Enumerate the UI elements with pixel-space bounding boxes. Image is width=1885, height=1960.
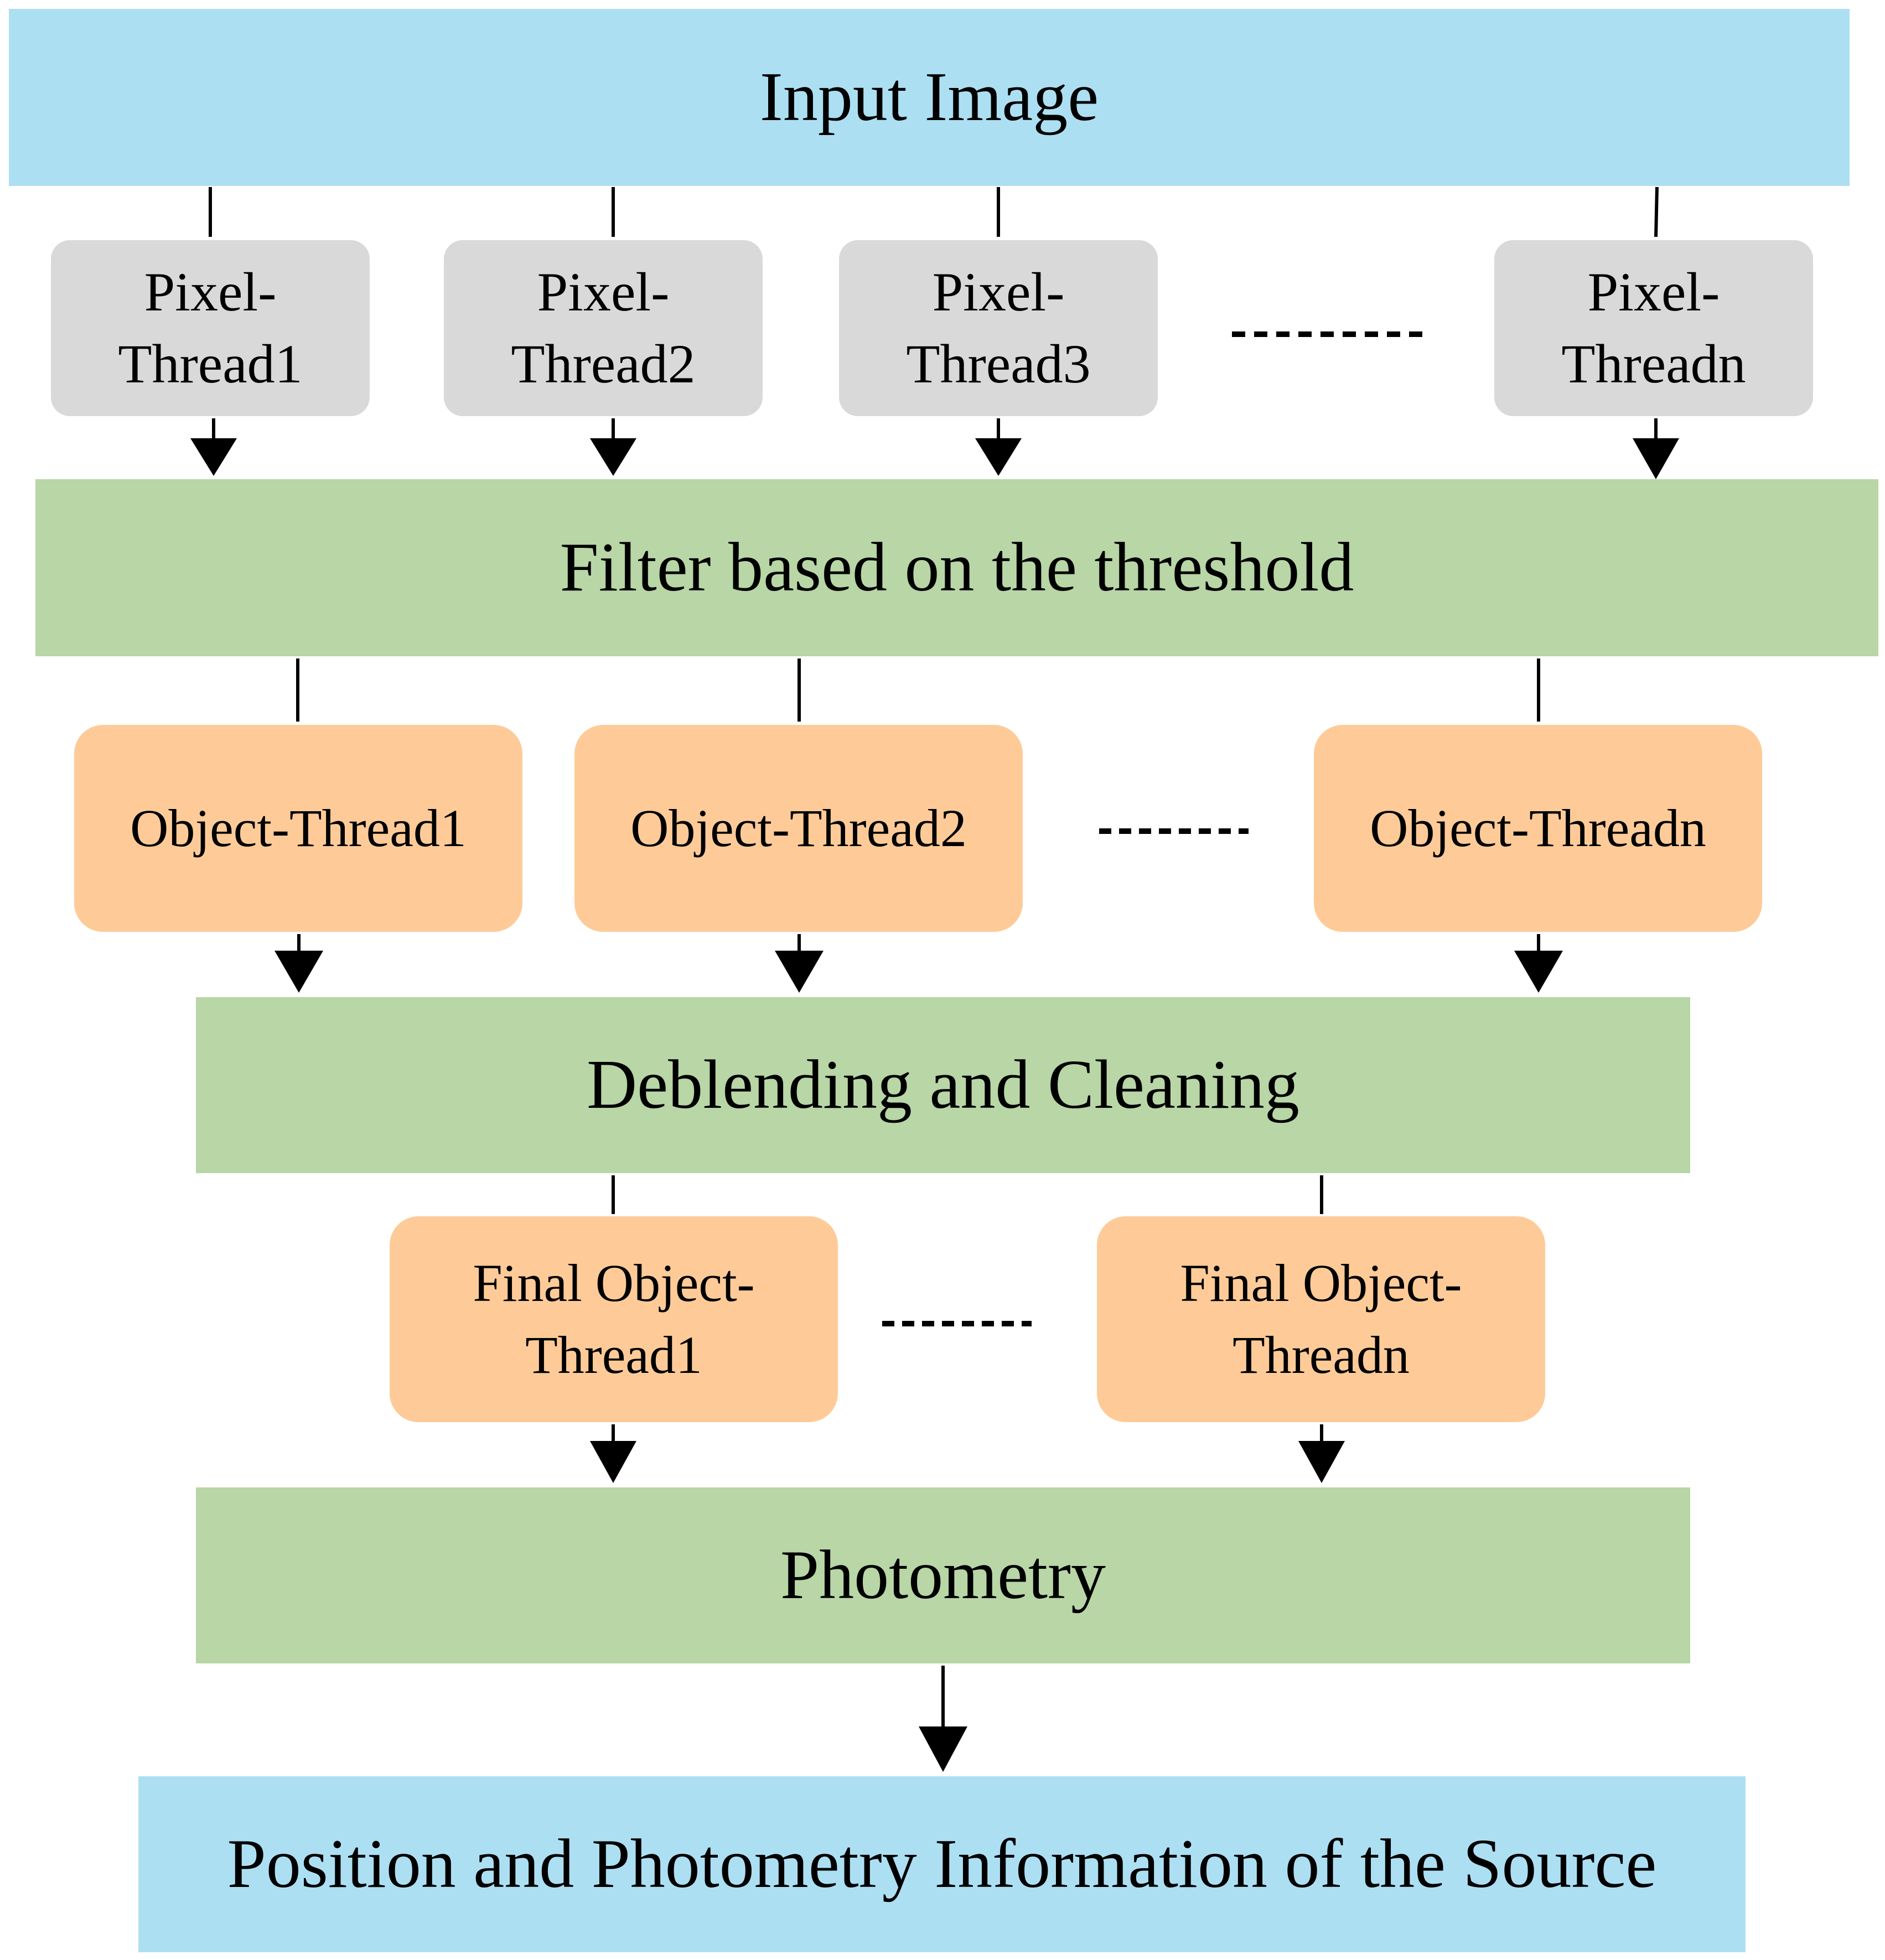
filter-threshold-box: Filter based on the threshold <box>35 479 1878 656</box>
pixel-thread-2-box: Pixel- Thread2 <box>444 240 763 416</box>
photometry-box: Photometry <box>196 1487 1690 1663</box>
filter-threshold-label: Filter based on the threshold <box>560 528 1354 606</box>
input-image-box: Input Image <box>9 9 1850 186</box>
deblending-cleaning-box: Deblending and Cleaning <box>196 997 1690 1173</box>
pixel-thread-3-label: Pixel- Thread3 <box>906 261 1091 395</box>
photometry-label: Photometry <box>780 1536 1106 1614</box>
object-thread-n-box: Object-Threadn <box>1314 725 1762 932</box>
arrow-pixel-n-filter <box>1633 418 1679 479</box>
arrow-photometry-output <box>919 1666 967 1772</box>
arrow-object-2-deblend <box>775 934 824 993</box>
final-object-thread-1-box: Final Object- Thread1 <box>390 1216 838 1422</box>
object-thread-2-box: Object-Thread2 <box>574 725 1023 932</box>
pixel-thread-n-box: Pixel- Threadn <box>1494 240 1813 416</box>
pixel-thread-n-label: Pixel- Threadn <box>1561 261 1746 395</box>
arrow-pixel-2-filter <box>590 418 636 476</box>
arrow-pixel-3-filter <box>975 418 1022 476</box>
object-thread-2-label: Object-Thread2 <box>630 798 967 858</box>
deblending-cleaning-label: Deblending and Cleaning <box>587 1046 1299 1123</box>
pixel-thread-3-box: Pixel- Thread3 <box>839 240 1158 416</box>
arrow-pixel-1-filter <box>190 418 237 476</box>
object-thread-n-label: Object-Threadn <box>1370 798 1706 858</box>
pixel-thread-1-label: Pixel- Thread1 <box>118 261 303 395</box>
output-box: Position and Photometry Information of t… <box>138 1776 1746 1952</box>
pixel-thread-1-box: Pixel- Thread1 <box>51 240 370 416</box>
final-object-thread-1-label: Final Object- Thread1 <box>473 1253 755 1385</box>
connector-input-pixel-n <box>1654 186 1659 237</box>
arrow-final-n-photometry <box>1298 1424 1345 1483</box>
output-label: Position and Photometry Information of t… <box>227 1825 1657 1902</box>
arrow-object-1-deblend <box>275 934 323 993</box>
object-thread-1-box: Object-Thread1 <box>74 725 522 932</box>
object-thread-1-label: Object-Thread1 <box>130 798 467 858</box>
final-object-thread-n-label: Final Object- Threadn <box>1180 1253 1462 1385</box>
input-image-label: Input Image <box>759 58 1099 136</box>
arrow-final-1-photometry <box>590 1424 636 1483</box>
final-object-thread-n-box: Final Object- Threadn <box>1097 1216 1545 1422</box>
pixel-thread-2-label: Pixel- Thread2 <box>511 261 696 395</box>
arrow-object-n-deblend <box>1514 934 1563 993</box>
